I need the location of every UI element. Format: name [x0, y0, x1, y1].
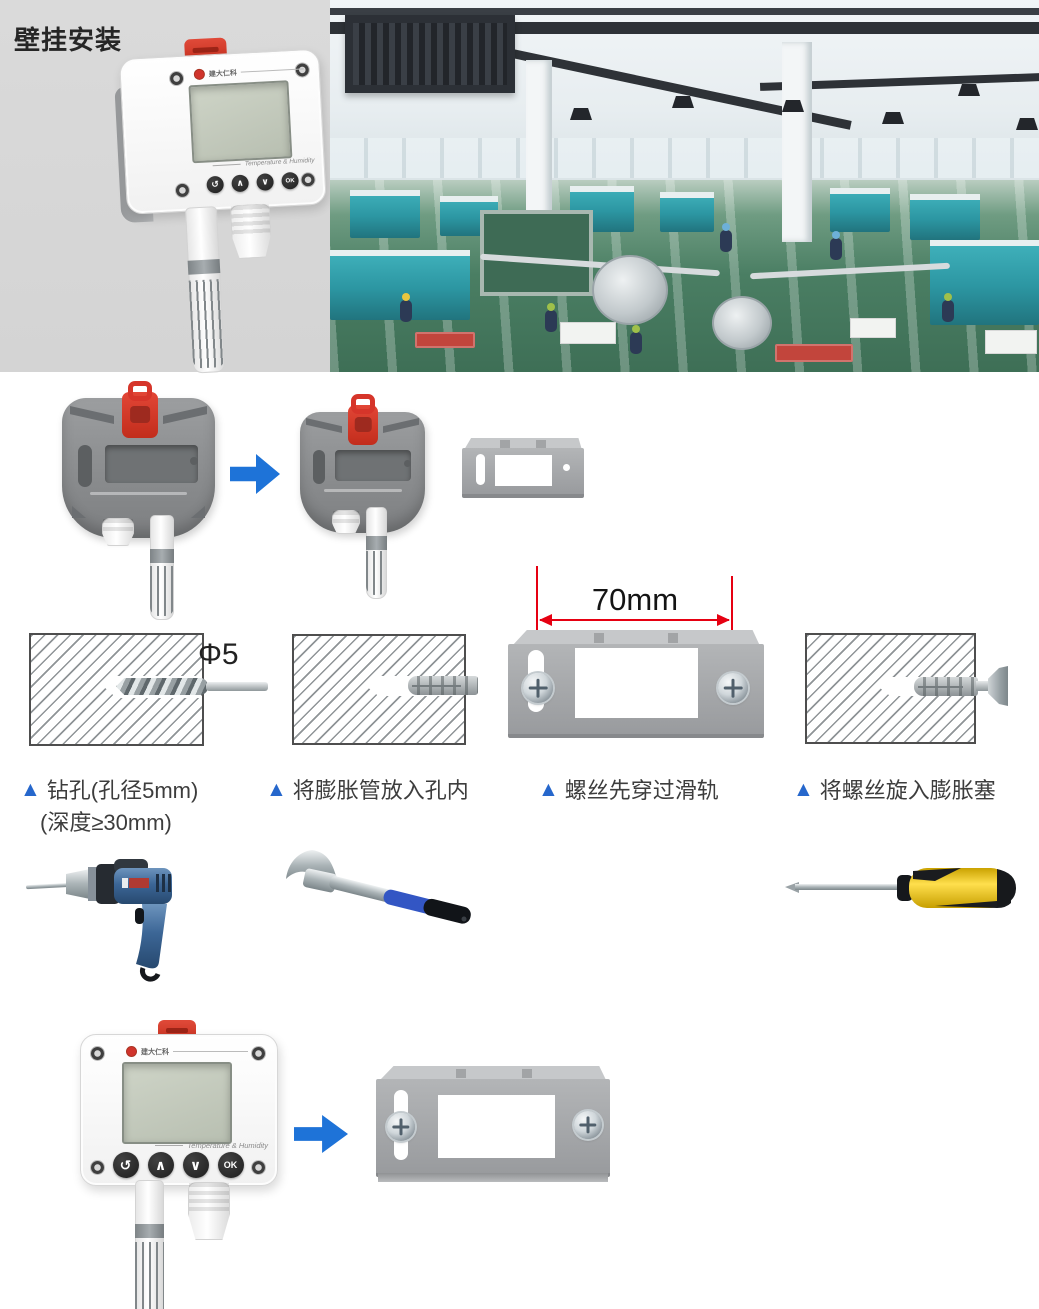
factory-board	[480, 210, 593, 296]
step-marker-icon: ▲	[20, 777, 41, 801]
factory-ac-unit	[345, 15, 515, 93]
sensor-probe	[366, 507, 387, 599]
next-step-arrow-icon	[294, 1115, 348, 1153]
page-title: 壁挂安装	[14, 25, 123, 55]
lcd-screen	[188, 80, 293, 164]
device-back-view-small	[298, 405, 427, 599]
electric-drill-icon	[26, 859, 172, 982]
brand-name: 建大仁科	[141, 1048, 169, 1056]
step1-subcaption: (深度≥30mm)	[40, 805, 172, 837]
factory-steel-lid	[592, 255, 668, 325]
expansion-anchor	[408, 676, 478, 695]
dimension-arrow	[540, 619, 729, 621]
next-step-arrow-icon	[230, 454, 280, 494]
step2-label: 将膨胀管放入孔内	[292, 778, 469, 803]
step-marker-icon: ▲	[538, 777, 559, 801]
step-marker-icon: ▲	[266, 777, 287, 801]
dimension-label: 70mm	[591, 582, 679, 617]
step3-label: 螺丝先穿过滑轨	[564, 778, 719, 803]
wall-bracket	[462, 438, 584, 498]
step1-label: 钻孔(孔径5mm)	[46, 778, 199, 803]
cable-gland	[332, 510, 360, 534]
down-button: ∨	[256, 173, 275, 191]
hammer-icon	[286, 850, 471, 924]
ok-button: OK	[217, 1152, 244, 1178]
phillips-screw	[523, 673, 553, 703]
wall-bracket-with-screws	[508, 630, 764, 740]
factory-photo	[330, 0, 1039, 372]
back-button: ↺	[112, 1152, 139, 1178]
case-screw	[91, 1161, 104, 1174]
step4-label: 将螺丝旋入膨胀塞	[819, 778, 996, 803]
brand-name: 建大仁科	[208, 69, 238, 78]
phillips-screw	[718, 673, 748, 703]
sensor-probe	[150, 515, 174, 620]
device-front-view: 建大仁科 Temperature & Humidity ↺ ∧ ∨ OK	[78, 1016, 278, 1309]
step4-caption: ▲ 将螺丝旋入膨胀塞	[793, 773, 996, 805]
up-button: ∧	[231, 174, 250, 193]
back-button: ↺	[206, 175, 225, 194]
screwdriver-icon	[785, 868, 1016, 908]
drill-bit	[116, 678, 208, 695]
screen-caption: Temperature & Humidity	[187, 1141, 268, 1150]
down-button: ∨	[182, 1152, 209, 1178]
cable-gland	[230, 203, 273, 259]
case-screw	[252, 1161, 265, 1174]
expansion-anchor	[914, 677, 978, 696]
device-back-view	[62, 392, 217, 620]
hero-left-panel: 壁挂安装 建大仁科 Temperature & Humidity ↺ ∧	[0, 0, 330, 374]
mounted-bracket-with-screws	[376, 1066, 610, 1188]
sensor-probe	[135, 1180, 164, 1309]
hole-diameter-label: Φ5	[198, 638, 239, 671]
phillips-screw	[574, 1111, 602, 1139]
factory-machine	[350, 190, 420, 238]
product-photo-device: 建大仁科 Temperature & Humidity ↺ ∧ ∨ OK	[112, 33, 334, 378]
step1-caption: ▲ 钻孔(孔径5mm)	[20, 773, 198, 805]
cable-gland	[102, 518, 134, 546]
case-screw	[91, 1047, 104, 1060]
dimension-line	[536, 566, 538, 690]
sensor-probe	[184, 206, 226, 374]
case-screw	[252, 1047, 265, 1060]
factory-worker	[400, 293, 412, 322]
step1-sublabel: (深度≥30mm)	[40, 810, 172, 835]
up-button: ∧	[147, 1152, 174, 1178]
screw-head	[988, 666, 1008, 706]
factory-windows	[330, 138, 1039, 178]
ok-button: OK	[281, 171, 300, 190]
brand-logo-icon	[193, 68, 206, 81]
brand-logo-icon	[126, 1046, 137, 1057]
step2-caption: ▲ 将膨胀管放入孔内	[266, 773, 469, 805]
step-marker-icon: ▲	[793, 777, 814, 801]
mounting-clip	[348, 405, 378, 445]
cable-gland	[188, 1182, 230, 1240]
screw-shaft	[976, 681, 990, 691]
phillips-screw	[387, 1113, 415, 1141]
lcd-screen	[122, 1062, 232, 1144]
step3-caption: ▲ 螺丝先穿过滑轨	[538, 773, 719, 805]
mounting-clip	[122, 392, 158, 438]
